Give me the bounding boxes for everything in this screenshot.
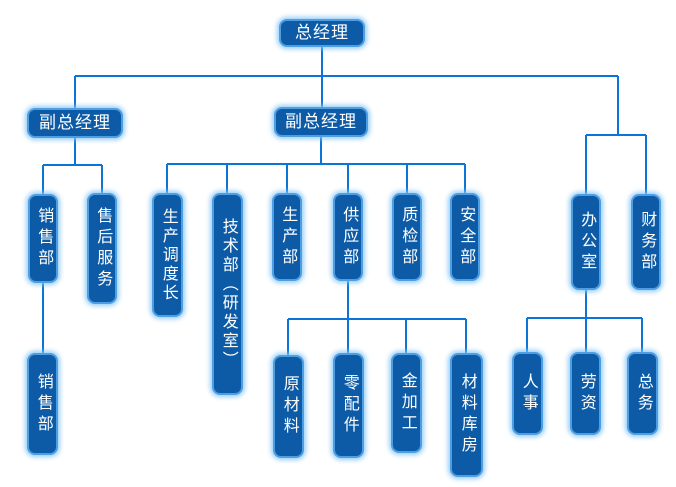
node-general-manager[interactable]: 总经理 [279, 19, 365, 47]
node-sales-dept-sub[interactable]: 销售部 [27, 353, 58, 455]
node-personnel[interactable]: 人事 [512, 352, 543, 435]
node-quality-inspection-dept[interactable]: 质检部 [392, 193, 422, 281]
node-office[interactable]: 办公室 [571, 194, 601, 290]
node-supply-dept[interactable]: 供应部 [333, 193, 363, 281]
node-spare-parts[interactable]: 零配件 [333, 353, 364, 458]
connector-root [74, 47, 647, 194]
node-safety-dept[interactable]: 安全部 [450, 193, 480, 281]
connector-deputy-left [42, 138, 103, 353]
node-production-dept[interactable]: 生产部 [272, 193, 302, 281]
node-labor-wages[interactable]: 劳资 [570, 352, 601, 435]
connector-deputy-right [166, 137, 466, 193]
node-tech-dept-rd-room[interactable]: 技术部（研发室） [212, 193, 243, 395]
node-materials-warehouse[interactable]: 材料库房 [450, 353, 483, 477]
node-deputy-general-manager-left[interactable]: 副总经理 [27, 108, 123, 138]
node-raw-materials[interactable]: 原材料 [273, 355, 304, 458]
node-deputy-general-manager-right[interactable]: 副总经理 [274, 107, 368, 137]
node-after-sales-service[interactable]: 售后服务 [87, 193, 117, 304]
node-finance-dept[interactable]: 财务部 [631, 194, 661, 290]
node-metal-processing[interactable]: 金加工 [391, 353, 422, 453]
node-sales-dept[interactable]: 销售部 [28, 194, 58, 283]
node-production-dispatch-chief[interactable]: 生产调度长 [152, 193, 183, 317]
connector-supply-subtree [287, 281, 467, 355]
connector-office-subtree [526, 290, 643, 352]
node-general-affairs[interactable]: 总务 [627, 352, 658, 435]
